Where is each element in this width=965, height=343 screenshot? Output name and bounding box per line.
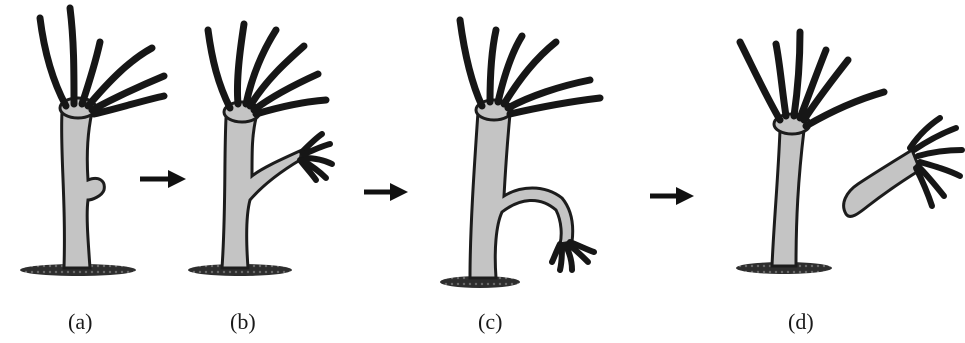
detached-bud [844, 150, 920, 216]
tentacles [740, 32, 884, 126]
arrow-right-icon [364, 183, 408, 201]
panel-label-d: (d) [788, 309, 814, 335]
panel-c-hydra [440, 20, 600, 288]
hydra-stalk [772, 130, 804, 266]
bud-tentacles [910, 118, 962, 206]
panel-a-hydra [20, 8, 164, 276]
bud-tentacles [300, 134, 332, 180]
panel-label-c: (c) [478, 309, 502, 335]
hydra-stalk [62, 112, 105, 268]
panel-d-hydra [736, 32, 962, 274]
arrow-right-icon [140, 170, 186, 188]
arrow-right-icon [650, 187, 694, 205]
bud-tentacles [552, 242, 594, 270]
panel-b-hydra [188, 24, 332, 276]
tentacles [460, 20, 600, 114]
panel-label-a: (a) [68, 309, 92, 335]
panel-label-b: (b) [230, 309, 256, 335]
tentacles [208, 24, 326, 114]
tentacles [40, 8, 164, 114]
hydra-stalk [222, 118, 302, 268]
